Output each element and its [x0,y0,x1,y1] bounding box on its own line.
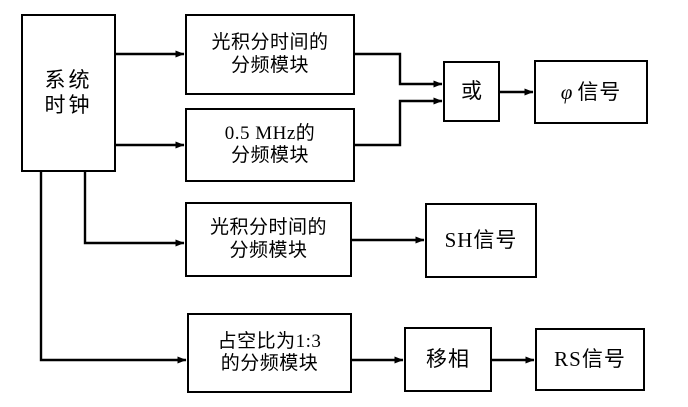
system-clock-block: 系统时钟 [21,14,116,172]
edge-clock-to-duty-divider [39,172,187,364]
half-mhz-divider-label-2: 分频模块 [230,145,309,166]
edge-half-mhz-to-or-gate [355,97,443,147]
phase-shift-block: 移相 [404,327,492,392]
system-clock-block-label-2: 时钟 [44,93,93,117]
system-clock-block-label-1: 系统 [44,68,93,93]
integration-time-divider-top: 光积分时间的分频模块 [185,14,355,95]
integration-time-divider-top-label-2: 分频模块 [230,54,309,76]
integration-time-divider-middle-label-2: 分频模块 [229,239,308,261]
sh-signal-output: SH信号 [425,203,537,278]
edge-group [39,50,535,364]
sh-signal-output-label-1: SH信号 [444,228,518,253]
rs-signal-output: RS信号 [535,328,645,391]
duty-cycle-divider-label-2: 的分频模块 [220,353,319,374]
integration-time-divider-middle-label-1: 光积分时间的 [209,217,327,239]
half-mhz-divider-label-1: 0.5 MHz的 [224,122,316,144]
phase-shift-block-label-1: 移相 [426,347,470,372]
integration-time-divider-top-label-1: 光积分时间的 [211,32,329,54]
or-gate-block: 或 [443,61,500,122]
integration-time-divider-middle: 光积分时间的分频模块 [185,202,352,277]
duty-cycle-divider-label-1: 占空比为1:3 [217,330,322,352]
phi-symbol: φ [560,79,574,104]
or-gate-block-label-1: 或 [461,79,482,104]
edge-integration-top-to-or-gate [355,52,443,88]
half-mhz-divider: 0.5 MHz的分频模块 [185,108,355,182]
edge-clock-to-integration-middle [83,172,185,247]
rs-signal-output-label-1: RS信号 [554,347,626,372]
